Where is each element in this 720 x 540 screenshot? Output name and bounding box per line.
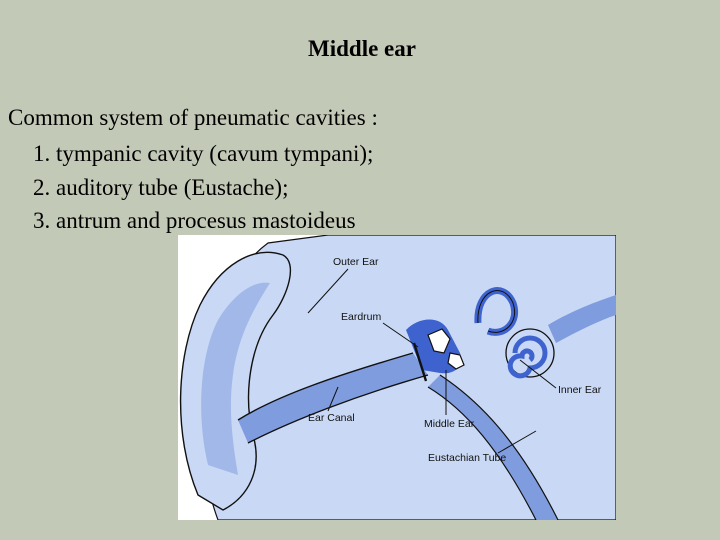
label-middle-ear: Middle Ear — [424, 418, 475, 430]
list-item-mastoid-antrum: 3. antrum and procesus mastoideus — [33, 208, 356, 233]
intro-text: Common system of pneumatic cavities : — [8, 105, 378, 130]
ossicles-shape — [427, 328, 465, 370]
pointer-outer-ear — [307, 268, 349, 314]
ear-anatomy-figure: Outer Ear Eardrum Ear Canal Middle Ear I… — [178, 235, 616, 520]
semicircular-canals-outline — [477, 290, 516, 333]
auditory-nerve — [548, 295, 616, 343]
pointer-inner-ear — [519, 359, 557, 389]
label-inner-ear: Inner Ear — [558, 384, 602, 396]
ear-anatomy-diagram: Outer Ear Eardrum Ear Canal Middle Ear I… — [179, 235, 616, 520]
cochlea-spiral — [507, 335, 548, 379]
auricle-fold — [201, 282, 270, 475]
cavity-list: 1. tympanic cavity (cavum tympani); 2. a… — [33, 137, 373, 238]
pointer-eardrum — [382, 322, 419, 348]
label-eardrum: Eardrum — [341, 311, 382, 323]
label-outer-ear: Outer Ear — [333, 256, 379, 268]
eardrum-membrane — [412, 342, 428, 382]
list-item-tympanic-cavity: 1. tympanic cavity (cavum tympani); — [33, 141, 374, 166]
ear-canal-wall — [237, 352, 429, 444]
pointer-eustachian-tube — [497, 430, 537, 454]
list-item-auditory-tube: 2. auditory tube (Eustache); — [33, 174, 289, 200]
pointer-ear-canal — [327, 386, 339, 412]
label-eustachian-tube: Eustachian Tube — [428, 452, 506, 464]
slide-title: Middle ear — [308, 36, 416, 61]
label-ear-canal: Ear Canal — [308, 412, 355, 424]
eustachian-tube-wall — [427, 374, 559, 520]
